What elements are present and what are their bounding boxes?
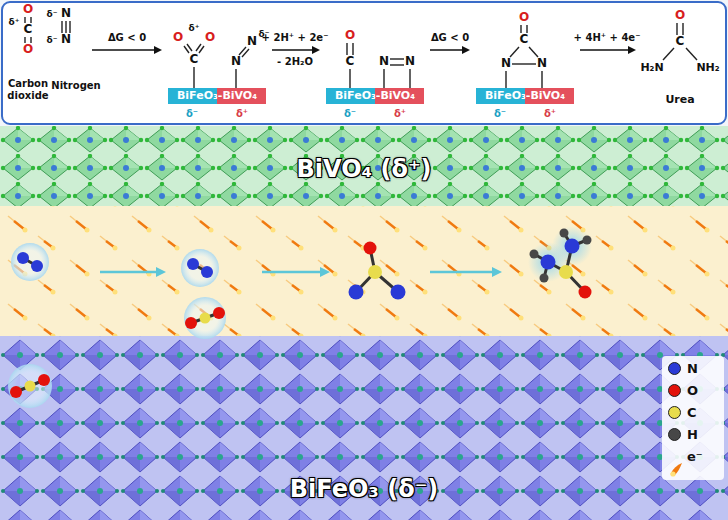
legend-spacer xyxy=(668,450,687,463)
reagent-label: + 4H⁺ + 4e⁻ xyxy=(574,32,641,44)
material-label: BiVO₄ (δ⁺) xyxy=(296,156,431,184)
atom-symbol: C xyxy=(346,55,355,69)
atom-symbol: C xyxy=(520,33,529,47)
legend-text: C xyxy=(687,405,697,420)
reagent-label: + 2H⁺ + 2e⁻ xyxy=(262,32,329,44)
legend-swatch xyxy=(668,384,681,397)
atom-symbol: N xyxy=(379,55,389,69)
energy-label: ΔG < 0 xyxy=(108,32,146,44)
catalyst-bar: BiFeO₃-BiVO₄ xyxy=(168,88,266,104)
molecule-name: Carbon dioxide xyxy=(7,78,49,101)
legend-item: H xyxy=(668,427,698,442)
catalyst-bar: BiFeO₃-BiVO₄ xyxy=(326,88,424,104)
reagent-label: - 2H₂O xyxy=(277,56,313,68)
atom-symbol: N xyxy=(501,57,511,71)
bar-label: BiFeO₃-BiVO₄ xyxy=(177,89,257,102)
atom-symbol: N xyxy=(61,7,71,21)
legend-swatch xyxy=(668,406,681,419)
atom-symbol: C xyxy=(190,53,199,67)
charge-label: δ⁻ xyxy=(344,108,356,120)
atom-symbol: C xyxy=(24,23,33,37)
atom-symbol: O xyxy=(23,3,33,17)
legend-item: N xyxy=(668,361,698,376)
charge-label: δ⁻ xyxy=(47,35,58,45)
material-label: BiFeO₃ (δ⁻) xyxy=(290,476,439,504)
charge-label: δ⁻ xyxy=(494,108,506,120)
charge-label: δ⁺ xyxy=(394,108,406,120)
atom-symbol: O xyxy=(205,31,215,45)
legend-swatch xyxy=(668,362,681,375)
legend-item: C xyxy=(668,405,697,420)
legend-item: e⁻ xyxy=(668,449,703,464)
legend-text: O xyxy=(687,383,698,398)
atom-symbol: C xyxy=(676,35,685,49)
bar-label: BiFeO₃-BiVO₄ xyxy=(335,89,415,102)
atom-symbol: O xyxy=(23,43,33,57)
molecule-name: Nitrogen xyxy=(51,80,100,92)
atom-symbol: O xyxy=(519,11,529,25)
legend-swatch xyxy=(668,428,681,441)
catalyst-bar: BiFeO₃-BiVO₄ xyxy=(476,88,574,104)
charge-label: δ⁺ xyxy=(236,108,248,120)
product-name: Urea xyxy=(665,94,694,107)
charge-label: δ⁺ xyxy=(189,23,200,33)
legend-text: N xyxy=(687,361,698,376)
atom-symbol: O xyxy=(173,31,183,45)
atom-symbol: H₂N xyxy=(640,62,663,75)
atom-symbol: N xyxy=(61,33,71,47)
atom-symbol: N xyxy=(405,55,415,69)
atom-symbol: N xyxy=(247,35,257,49)
charge-label: δ⁻ xyxy=(47,9,58,19)
atom-symbol: N xyxy=(231,55,241,69)
charge-label: δ⁻ xyxy=(186,108,198,120)
atom-symbol: O xyxy=(675,9,685,23)
bar-label: BiFeO₃-BiVO₄ xyxy=(485,89,565,102)
charge-label: δ⁺ xyxy=(544,108,556,120)
legend-text: e⁻ xyxy=(687,449,703,464)
charge-label: δ⁺ xyxy=(9,17,20,27)
atom-symbol: NH₂ xyxy=(696,62,719,75)
atom-symbol: O xyxy=(345,29,355,43)
atom-symbol: N xyxy=(537,57,547,71)
legend-item: O xyxy=(668,383,698,398)
energy-label: ΔG < 0 xyxy=(431,32,469,44)
legend-text: H xyxy=(687,427,698,442)
